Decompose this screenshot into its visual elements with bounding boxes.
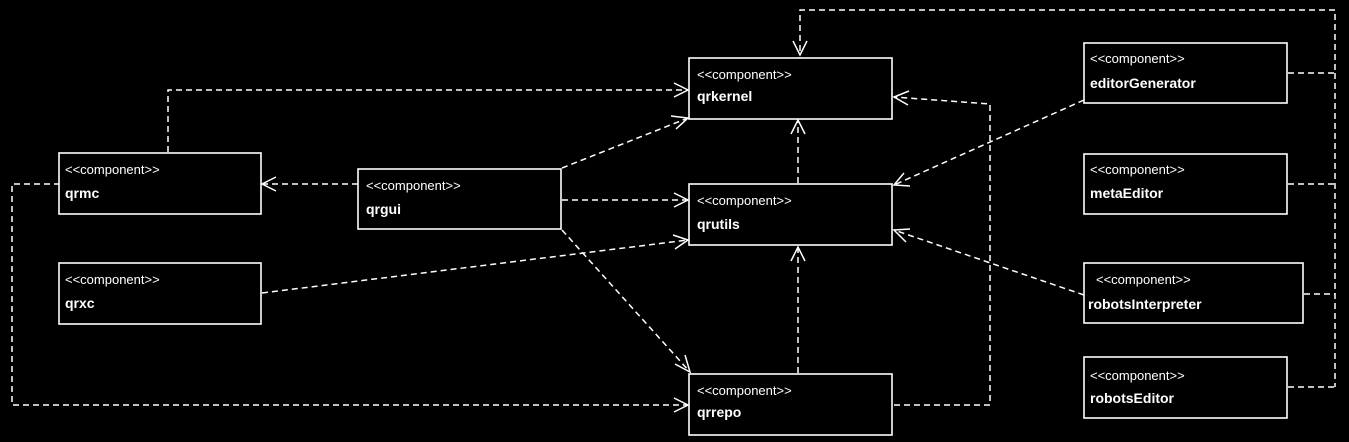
component-name: qrmc — [65, 185, 99, 201]
arrowhead — [670, 115, 690, 130]
component-name: robotsEditor — [1090, 390, 1175, 406]
component-metaEditor[interactable]: <<component>> metaEditor — [1083, 153, 1288, 215]
dep-qrmc-qrrepo — [11, 183, 688, 406]
dependency-lines — [11, 9, 1336, 413]
component-box — [1083, 262, 1304, 324]
stereotype-label: <<component>> — [65, 162, 160, 177]
component-box — [688, 57, 893, 120]
arrowhead — [892, 172, 911, 187]
arrowhead — [260, 176, 277, 192]
arrowhead — [673, 192, 690, 208]
component-qrxc[interactable]: <<component>> qrxc — [58, 262, 262, 325]
stereotype-label: <<component>> — [697, 67, 792, 82]
arrowhead — [673, 397, 690, 413]
stereotype-label: <<component>> — [65, 272, 160, 287]
component-name: editorGenerator — [1090, 75, 1196, 91]
component-box — [1083, 356, 1288, 419]
stereotype-label: <<component>> — [366, 178, 461, 193]
component-name: qrutils — [697, 216, 740, 232]
dep-editorGenerator-qrutils — [893, 99, 1085, 186]
component-name: qrgui — [366, 201, 401, 217]
dep-qrgui-qrkernel — [561, 117, 689, 169]
stereotype-label: <<component>> — [1096, 272, 1191, 287]
component-box — [688, 183, 893, 246]
dep-robotsInterpreter-qrutils — [893, 229, 1085, 296]
stereotype-label: <<component>> — [697, 193, 792, 208]
arrowhead — [674, 354, 692, 374]
component-qrrepo[interactable]: <<component>> qrrepo — [688, 373, 893, 436]
stereotype-label: <<component>> — [1090, 368, 1185, 383]
arrowhead — [673, 82, 690, 98]
arrowhead — [790, 245, 806, 262]
stereotype-label: <<component>> — [697, 383, 792, 398]
component-qrkernel[interactable]: <<component>> qrkernel — [688, 57, 893, 120]
component-box — [688, 373, 893, 436]
component-qrmc[interactable]: <<component>> qrmc — [58, 152, 262, 215]
component-name: metaEditor — [1090, 185, 1164, 201]
component-qrgui[interactable]: <<component>> qrgui — [357, 168, 562, 230]
component-name: qrkernel — [697, 88, 752, 104]
dep-qrrepo-qrkernel — [893, 96, 991, 406]
component-box — [58, 152, 262, 215]
component-editorGenerator[interactable]: <<component>> editorGenerator — [1083, 42, 1288, 104]
arrowhead — [892, 228, 911, 243]
component-qrutils[interactable]: <<component>> qrutils — [688, 183, 893, 246]
stereotype-label: <<component>> — [1090, 51, 1185, 66]
dep-qrgui-qrrepo — [561, 229, 691, 373]
component-name: qrxc — [65, 295, 95, 311]
arrowhead — [790, 118, 806, 135]
component-box — [1083, 153, 1288, 215]
dep-qrmc-qrkernel — [167, 89, 688, 152]
arrowhead — [792, 40, 808, 57]
component-robotsInterpreter[interactable]: <<component>> robotsInterpreter — [1083, 262, 1304, 324]
dep-bus-qrkernel — [799, 9, 1336, 74]
arrowhead — [892, 90, 910, 106]
component-box — [357, 168, 562, 230]
arrowhead — [672, 234, 690, 250]
dep-qrxc-qrutils — [261, 239, 689, 294]
component-name: qrrepo — [697, 404, 741, 420]
component-box — [58, 262, 262, 325]
stereotype-label: <<component>> — [1090, 162, 1185, 177]
component-box — [1083, 42, 1288, 104]
component-name: robotsInterpreter — [1088, 296, 1202, 312]
component-robotsEditor[interactable]: <<component>> robotsEditor — [1083, 356, 1288, 419]
